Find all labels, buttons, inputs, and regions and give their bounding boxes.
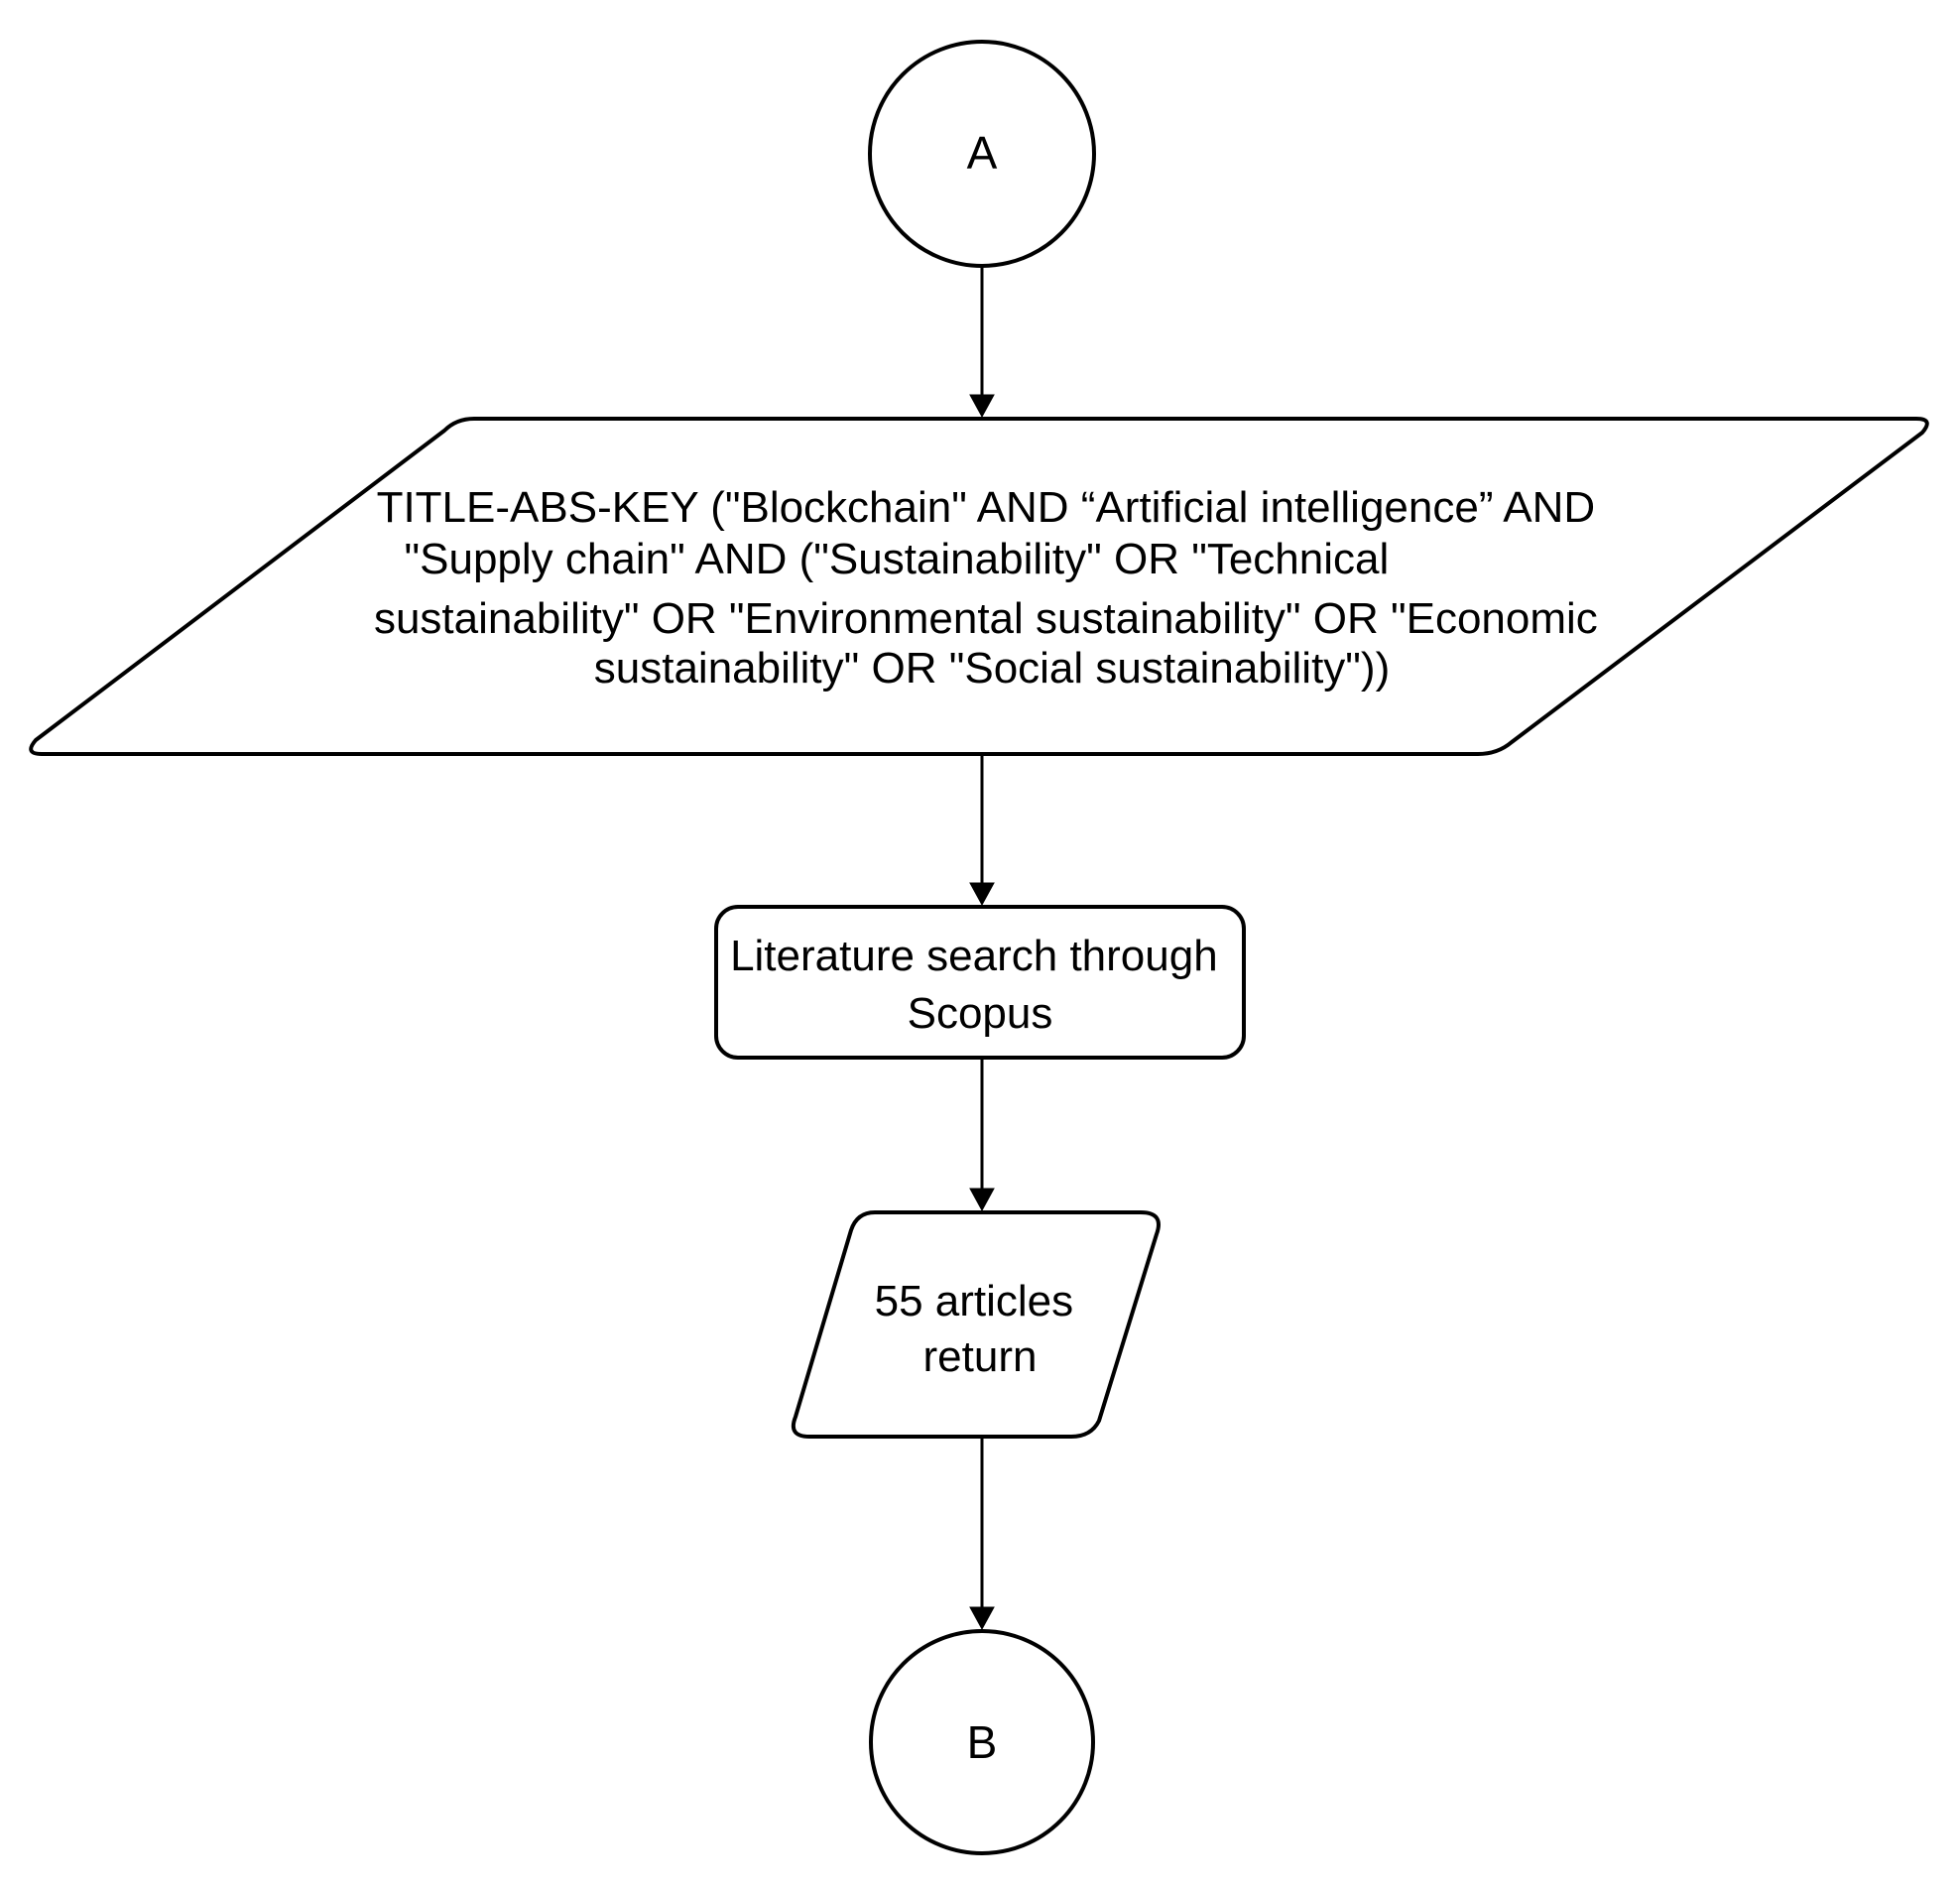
edge-query-to-search [969, 756, 995, 907]
query-line-2: "Supply chain" AND ("Sustainability" OR … [405, 535, 1390, 583]
edge-result-to-b [969, 1439, 995, 1631]
start-connector: A [868, 40, 1096, 268]
search-step-line-1: Literature search through [730, 932, 1218, 980]
search-step-line-2: Scopus [908, 989, 1053, 1038]
search-step-box: Literature search through Scopus [714, 905, 1246, 1060]
edge-a-to-query [969, 266, 995, 419]
result-line-2: return [923, 1332, 1038, 1381]
end-connector: B [869, 1629, 1095, 1855]
result-text: 55 articles return [875, 1277, 1086, 1381]
query-input-shape: TITLE-ABS-KEY ("Blockchain" AND “Artific… [29, 417, 1929, 756]
result-line-1: 55 articles [875, 1277, 1074, 1325]
edge-search-to-result [969, 1058, 995, 1212]
query-line-4: sustainability" OR "Social sustainabilit… [594, 644, 1390, 693]
search-step-text: Literature search through Scopus [730, 932, 1230, 1038]
start-connector-label: A [967, 127, 998, 179]
query-line-3: sustainability" OR "Environmental sustai… [374, 594, 1598, 643]
query-text: TITLE-ABS-KEY ("Blockchain" AND “Artific… [374, 483, 1610, 693]
query-line-1: TITLE-ABS-KEY ("Blockchain" AND “Artific… [377, 483, 1596, 532]
result-output-shape: 55 articles return [791, 1210, 1161, 1439]
end-connector-label: B [967, 1716, 998, 1768]
